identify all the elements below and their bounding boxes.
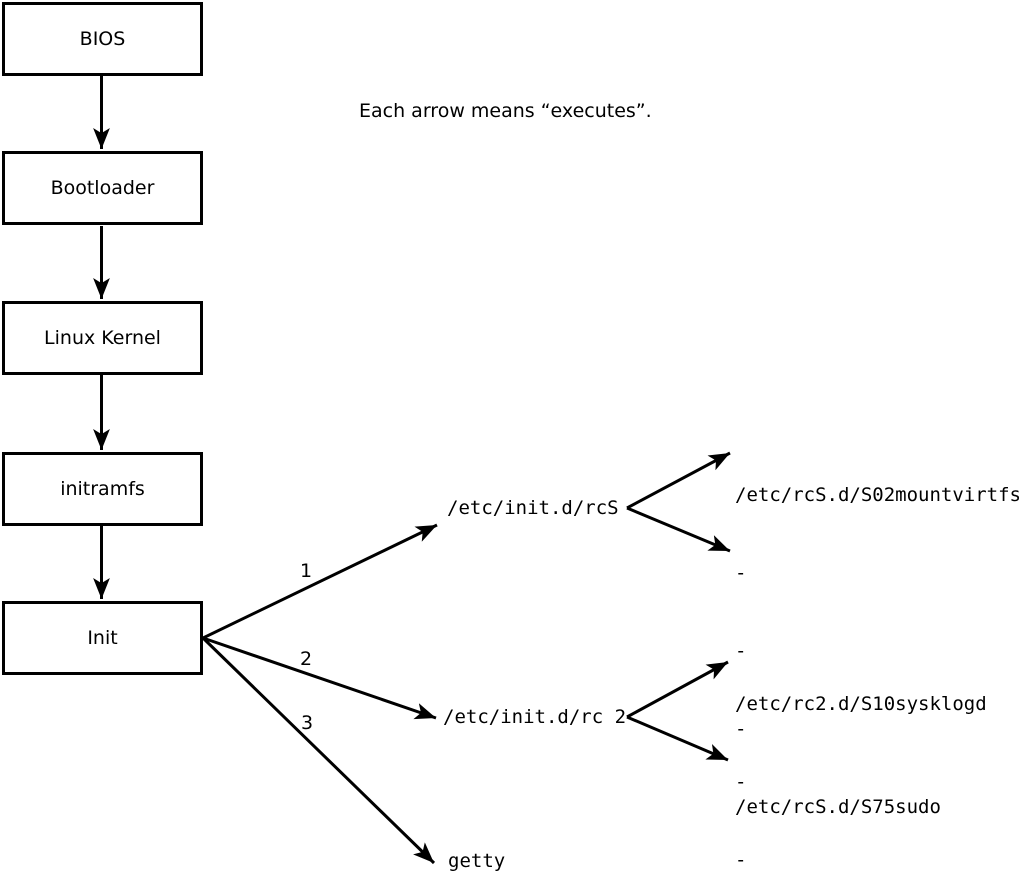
rcS-script-item: /etc/rcS.d/S02mountvirtfs: [735, 484, 1021, 506]
label-getty: getty: [448, 850, 506, 872]
arrow-rcS-to-S02mountvirtfs: [626, 451, 731, 510]
arrow-rc2-to-S99gdm: [626, 715, 729, 762]
label-etc-init-d-rcS: /etc/init.d/rcS: [447, 497, 619, 519]
arrow-init-to-rc2: [202, 636, 437, 720]
arrow-rcS-to-S75sudo: [626, 506, 731, 553]
label-etc-init-d-rc2: /etc/init.d/rc 2: [443, 706, 627, 728]
rcS-script-ellipsis: -: [735, 640, 747, 662]
diagram-caption: Each arrow means “executes”.: [359, 100, 652, 122]
branch-number-3: 3: [300, 712, 314, 734]
box-bootloader: Bootloader: [2, 151, 203, 225]
branch-number-2: 2: [299, 648, 313, 670]
rc2-script-ellipsis: -: [735, 849, 747, 871]
box-linux-kernel-label: Linux Kernel: [44, 327, 161, 349]
box-linux-kernel: Linux Kernel: [2, 301, 203, 375]
rc2-script-item: /etc/rc2.d/S10sysklogd: [735, 693, 987, 715]
rc2-script-list: /etc/rc2.d/S10sysklogd - - - /etc/rc2.d/…: [735, 639, 987, 875]
rcS-script-ellipsis: -: [735, 562, 747, 584]
box-bios-label: BIOS: [79, 28, 126, 50]
branch-number-1: 1: [299, 560, 313, 582]
rcS-script-item: /etc/rcS.d/S75sudo: [735, 796, 941, 818]
rcS-script-list: /etc/rcS.d/S02mountvirtfs - - - /etc/rcS…: [735, 430, 1021, 872]
box-initramfs: initramfs: [2, 452, 203, 526]
box-initramfs-label: initramfs: [60, 478, 145, 500]
rcS-script-ellipsis: -: [735, 718, 747, 740]
arrow-rc2-to-S10sysklogd: [626, 660, 729, 719]
box-bios: BIOS: [2, 2, 203, 76]
box-bootloader-label: Bootloader: [50, 177, 155, 199]
box-init-label: Init: [87, 627, 118, 649]
arrow-init-to-getty: [201, 636, 436, 865]
rc2-script-ellipsis: -: [735, 771, 747, 793]
arrow-init-to-rcS: [202, 523, 438, 640]
box-init: Init: [2, 601, 203, 675]
